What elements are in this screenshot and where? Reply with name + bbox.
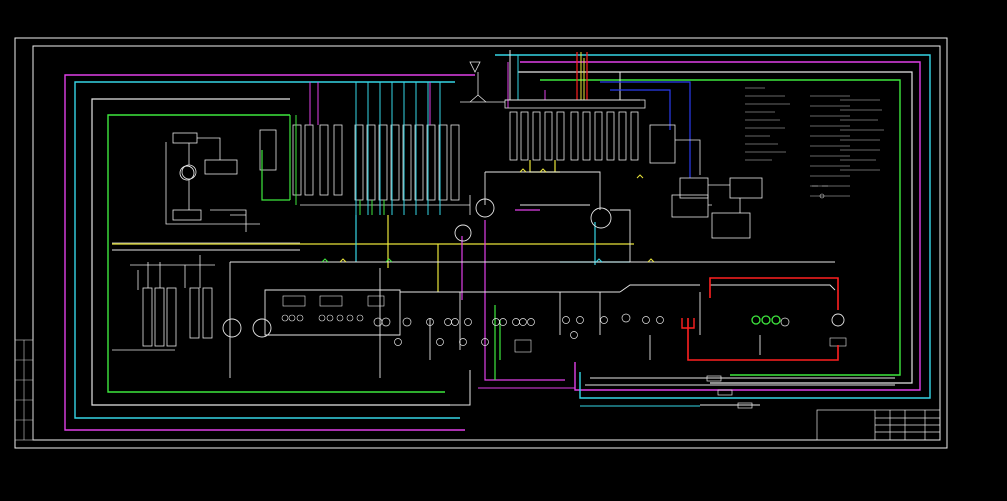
antenna-symbol — [460, 61, 505, 103]
blue-bus — [600, 81, 691, 178]
left-relay-columns — [292, 124, 471, 215]
green-loop — [107, 79, 901, 393]
red-components — [681, 318, 695, 329]
left-column-magenta-risers — [309, 82, 431, 125]
inner-border — [32, 45, 941, 441]
mid-green-bus — [494, 305, 501, 380]
drawing-frame — [14, 37, 948, 449]
mid-magenta-bus — [461, 209, 565, 381]
upper-yellow-risers — [580, 52, 585, 100]
magenta-outer-loop — [64, 61, 921, 431]
outer-border — [14, 37, 948, 449]
cyan-loop — [74, 54, 931, 419]
legend-table — [810, 95, 850, 199]
white-loop — [91, 71, 913, 406]
left-green-subloop — [261, 115, 291, 201]
motor-symbols — [179, 165, 845, 338]
lower-left-relay-columns — [112, 255, 215, 351]
left-margin-table — [14, 339, 34, 441]
left-control-block — [112, 129, 300, 244]
notes-block — [745, 87, 884, 171]
centre-white-wiring — [112, 171, 836, 378]
upper-red-risers — [576, 52, 588, 100]
left-column-green-risers — [295, 115, 385, 215]
cable-gland-symbols — [706, 375, 753, 409]
component-circles — [373, 313, 790, 346]
upper-right-relay-columns — [504, 99, 763, 239]
left-column-cyan-risers — [355, 82, 441, 215]
contact-pairs — [281, 295, 847, 353]
lower-return-lines — [450, 370, 895, 407]
mid-yellow-bus — [112, 160, 634, 292]
red-circuit — [687, 277, 839, 361]
title-block — [816, 409, 941, 441]
green-components — [751, 315, 781, 325]
bus-junction-marks — [321, 168, 655, 263]
